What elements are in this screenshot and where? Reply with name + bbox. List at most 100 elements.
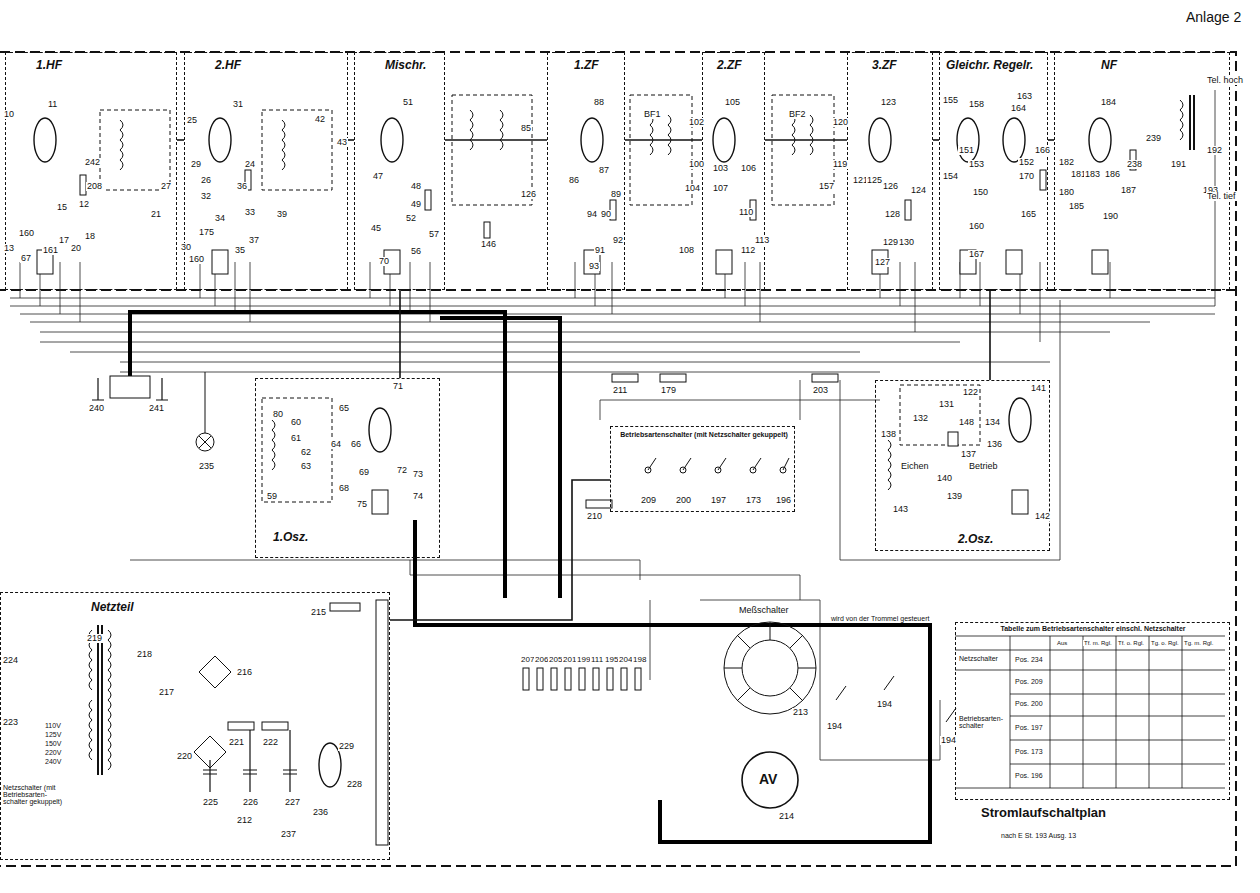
- bus-wire: [130, 560, 640, 580]
- filter-box: [262, 398, 332, 502]
- component-symbol: [612, 374, 638, 382]
- callout-number: 220V: [44, 749, 62, 756]
- choke-symbol: [212, 250, 228, 274]
- tube-symbol: [381, 118, 403, 162]
- capacitor-symbol: [92, 378, 104, 400]
- switch-contact: [648, 458, 789, 470]
- bus-wire: [760, 262, 761, 322]
- bus-wire: [612, 262, 613, 314]
- callout-number: 112: [740, 246, 756, 255]
- callout-number: 158: [968, 100, 985, 109]
- callout-number: 102: [688, 118, 705, 127]
- callout-number: 155: [942, 96, 959, 105]
- callout-number: 192: [1206, 146, 1223, 155]
- transformer-core: [1193, 95, 1195, 150]
- callout-number: 110: [738, 208, 754, 217]
- component-symbol: [593, 668, 599, 690]
- stage-box: Tabelle zum Betriebsartenschalter einsch…: [955, 622, 1230, 800]
- callout-number: 122: [962, 388, 979, 397]
- callout-number: 105: [724, 98, 741, 107]
- callout-number: 18: [84, 232, 96, 241]
- measuring-switch: [724, 622, 816, 701]
- bus-wire: [10, 306, 1215, 307]
- coil-symbol: [668, 115, 671, 155]
- callout-number: Tf. o. Rgl.: [1117, 640, 1145, 646]
- callout-number: 120: [832, 118, 849, 127]
- callout-number: Tf. m. Rgl.: [1083, 640, 1113, 646]
- callout-number: 63: [300, 462, 312, 471]
- callout-number: 187: [1120, 186, 1137, 195]
- callout-number: 209: [640, 496, 657, 505]
- tube-symbol: [209, 118, 231, 162]
- bus-wire: [235, 262, 236, 314]
- callout-number: 197: [710, 496, 727, 505]
- callout-number: 106: [740, 164, 757, 173]
- callout-number: 108: [678, 246, 695, 255]
- choke-symbol: [1092, 250, 1108, 274]
- callout-number: 223: [2, 718, 19, 727]
- callout-number: 12: [78, 200, 90, 209]
- coil-symbol: [792, 115, 795, 155]
- callout-number: 160: [968, 222, 985, 231]
- bus-wire: [200, 262, 201, 298]
- callout-number: Eichen: [900, 462, 930, 471]
- coil-symbol: [810, 115, 813, 155]
- callout-number: 236: [312, 808, 329, 817]
- stage-heading: 2.Osz.: [956, 533, 995, 546]
- callout-number: 61: [290, 434, 302, 443]
- callout-number: 49: [410, 200, 422, 209]
- callout-number: 35: [234, 246, 246, 255]
- callout-number: 30: [180, 243, 192, 252]
- callout-number: 100: [688, 160, 705, 169]
- callout-number: 89: [610, 190, 622, 199]
- callout-number: 226: [242, 798, 259, 807]
- filter-box: [900, 385, 980, 445]
- callout-number: 126: [882, 182, 899, 191]
- callout-number: 148: [958, 418, 975, 427]
- signal-wire: [177, 139, 184, 141]
- callout-number: Meßschalter: [738, 606, 790, 615]
- callout-number: 146: [480, 240, 497, 249]
- callout-number: 94: [586, 210, 598, 219]
- callout-number: 34: [214, 214, 226, 223]
- component-symbol: [80, 150, 1136, 845]
- callout-number: Pos. 200: [1014, 700, 1044, 707]
- callout-number: 37: [248, 236, 260, 245]
- callout-number: 179: [660, 386, 677, 395]
- component-symbol: [1040, 170, 1046, 190]
- signal-wire: [399, 290, 401, 378]
- component-symbol: [523, 668, 529, 690]
- callout-number: 87: [598, 166, 610, 175]
- transformer-core: [97, 625, 99, 775]
- callout-number: BF2: [788, 110, 807, 119]
- stage-heading: Tabelle zum Betriebsartenschalter einsch…: [960, 625, 1226, 633]
- callout-number: 15: [56, 203, 68, 212]
- coil-symbol: [650, 115, 653, 155]
- callout-number: 127: [874, 258, 891, 267]
- callout-number: 160: [188, 255, 205, 264]
- callout-number: 33: [244, 208, 256, 217]
- callout-number: 150: [972, 188, 989, 197]
- callout-number: BF1: [643, 110, 662, 119]
- coil-symbol: [282, 120, 285, 170]
- stage-box: Betriebsartenschalter (mit Netzschalter …: [610, 426, 795, 512]
- callout-number: 10: [3, 110, 15, 119]
- filter-box: [452, 95, 532, 205]
- callout-number: 157: [818, 182, 835, 191]
- bus-wire: [30, 322, 1150, 323]
- callout-number: 163: [1016, 92, 1033, 101]
- stage-heading: Betriebsartenschalter (mit Netzschalter …: [617, 431, 791, 439]
- stage-heading: Netzteil: [89, 601, 136, 614]
- signal-wire: [625, 139, 702, 141]
- component-symbol: [484, 222, 490, 238]
- callout-number: 186: [1104, 170, 1121, 179]
- callout-number: 213: [792, 708, 809, 717]
- bus-wire: [40, 342, 960, 343]
- coil-symbol: [89, 700, 92, 760]
- coil-symbol: [120, 120, 123, 170]
- choke-symbol: [716, 250, 732, 274]
- callout-number: 124: [910, 186, 927, 195]
- callout-number: 20: [70, 244, 82, 253]
- transformer-core: [98, 95, 1194, 775]
